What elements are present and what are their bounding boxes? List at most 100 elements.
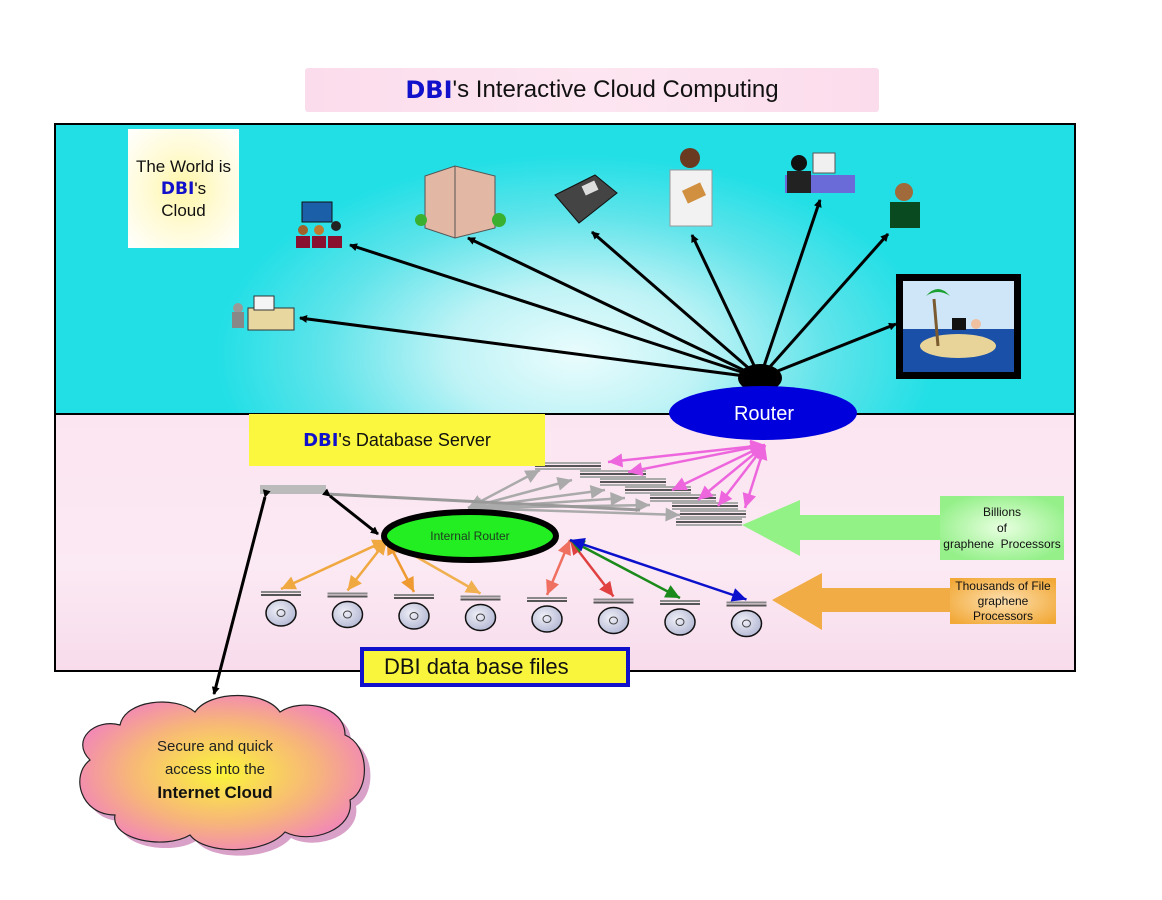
world-note-suffix: 's <box>194 178 207 198</box>
disk-hole <box>675 618 685 626</box>
phone-icon <box>554 174 618 224</box>
disk-icon[interactable] <box>664 608 696 636</box>
disk-icon[interactable] <box>597 606 630 635</box>
businesswoman-icon <box>890 183 920 228</box>
cloud-line3: Internet Cloud <box>157 783 273 802</box>
server-to-internet-arrow <box>211 489 271 695</box>
gray-arrow-1-head-end <box>556 477 572 491</box>
server-bar <box>600 484 666 486</box>
thousands-line1: Thousands of File <box>955 578 1051 593</box>
disk-shelf <box>593 598 634 601</box>
arrow-to-presentation <box>349 243 761 380</box>
disk-icon[interactable] <box>265 599 297 627</box>
server-bar <box>625 489 691 491</box>
island-icon <box>896 274 1021 379</box>
db-server-brand: DBI <box>303 429 339 451</box>
disk-hole <box>476 613 485 622</box>
presentation-icon <box>296 201 342 248</box>
server-bar <box>672 505 738 507</box>
router-label: Router <box>733 402 795 425</box>
world-cloud-note: The World is DBI's Cloud <box>128 129 239 248</box>
disk-arrow-6-head-end <box>664 585 680 598</box>
router-hub <box>738 364 782 392</box>
desk-computer-icon <box>232 295 295 331</box>
disk-arrow-0 <box>280 538 388 591</box>
disk-icon[interactable] <box>398 602 430 630</box>
disk-shelf <box>394 597 434 599</box>
thousands-line2: graphene <box>977 593 1029 608</box>
title-text: 's Interactive Cloud Computing <box>452 76 779 103</box>
disk-arrow-2-head-end <box>401 576 414 592</box>
disk-arrow-3-head-end <box>464 580 481 594</box>
disk-hole <box>742 619 751 628</box>
pink-arrow-2-head-end <box>672 477 688 490</box>
disk-icon[interactable] <box>464 603 497 632</box>
server-bar <box>535 465 601 467</box>
disk-shelf <box>726 604 767 607</box>
disk-arrow-1-head-start <box>372 540 387 556</box>
billions-line1: Billions <box>982 505 1021 519</box>
disk-arrow-4-head-end <box>546 579 559 595</box>
router-node[interactable] <box>669 386 857 440</box>
diagram-title: DBI's Interactive Cloud Computing <box>305 68 879 112</box>
arrow-to-businesswoman <box>758 233 890 379</box>
cloud-line2: access into the <box>164 761 266 778</box>
pink-arrow-3-head-end <box>698 485 714 500</box>
thousands-line3: Processors <box>972 608 1034 623</box>
disk-hole <box>542 615 552 623</box>
server-bar <box>625 486 691 488</box>
server-bar <box>672 508 738 510</box>
arrow-to-building <box>467 236 761 380</box>
disk-row <box>261 591 767 638</box>
disk-icon[interactable] <box>331 600 364 629</box>
gray-arrow-2-head-end <box>589 484 605 499</box>
server-bar <box>650 494 716 496</box>
server-to-internal-router-arrow <box>322 488 379 536</box>
database-server-label: DBI's Database Server <box>249 414 545 466</box>
disk-shelf <box>327 592 368 595</box>
pink-arrow-5-head-end <box>742 492 756 508</box>
disk-hole <box>276 609 286 617</box>
server-bar <box>650 500 716 502</box>
arrow-to-phone <box>591 230 761 380</box>
db-server-text: 's Database Server <box>338 429 491 450</box>
disk-arrow-7-head-end <box>730 588 747 602</box>
internal-router-node[interactable] <box>381 509 559 563</box>
server-bar <box>600 481 666 483</box>
disk-shelf <box>327 595 368 598</box>
world-note-line3: Cloud <box>161 200 206 220</box>
server-bar <box>580 470 646 472</box>
internet-cloud-shape <box>79 695 371 856</box>
server-bar <box>600 478 666 480</box>
disk-icon[interactable] <box>531 605 563 633</box>
server-bar <box>650 497 716 499</box>
arrow-to-workstation <box>299 314 761 380</box>
pink-arrow-4-head-end <box>718 490 733 506</box>
gray-arrow-0-head-end <box>524 470 540 483</box>
disk-shelf <box>394 594 434 596</box>
disk-shelf <box>527 597 567 599</box>
disk-shelf <box>527 600 567 602</box>
disk-icon[interactable] <box>730 609 763 638</box>
gray-arrow-3-head-end <box>610 491 625 506</box>
world-note-brand: DBI <box>160 178 195 199</box>
router-to-server-arrows <box>607 439 768 509</box>
main-server-bar <box>260 485 326 494</box>
pink-arrow-5-head-start <box>754 445 768 461</box>
pink-arrow-2 <box>671 443 766 492</box>
gray-arrow-5 <box>467 506 681 517</box>
disk-arrow-5-head-end <box>599 580 614 597</box>
server-bar <box>680 513 746 515</box>
disk-shelf <box>261 594 301 596</box>
pink-arrow-1-head-end <box>628 462 644 477</box>
internal-router-label: Internal Router <box>430 529 510 543</box>
title-brand: DBI <box>405 76 453 104</box>
internet-cloud-label: Secure and quick access into the Interne… <box>100 735 330 815</box>
thousands-block-arrow <box>772 573 950 630</box>
disk-arrow-1-head-end <box>347 574 362 591</box>
server-bar <box>535 468 601 470</box>
billions-processors-label: Billions of graphene Processors <box>940 496 1064 560</box>
disk-arrow-0-head-end <box>281 576 297 590</box>
server-bar <box>625 492 691 494</box>
